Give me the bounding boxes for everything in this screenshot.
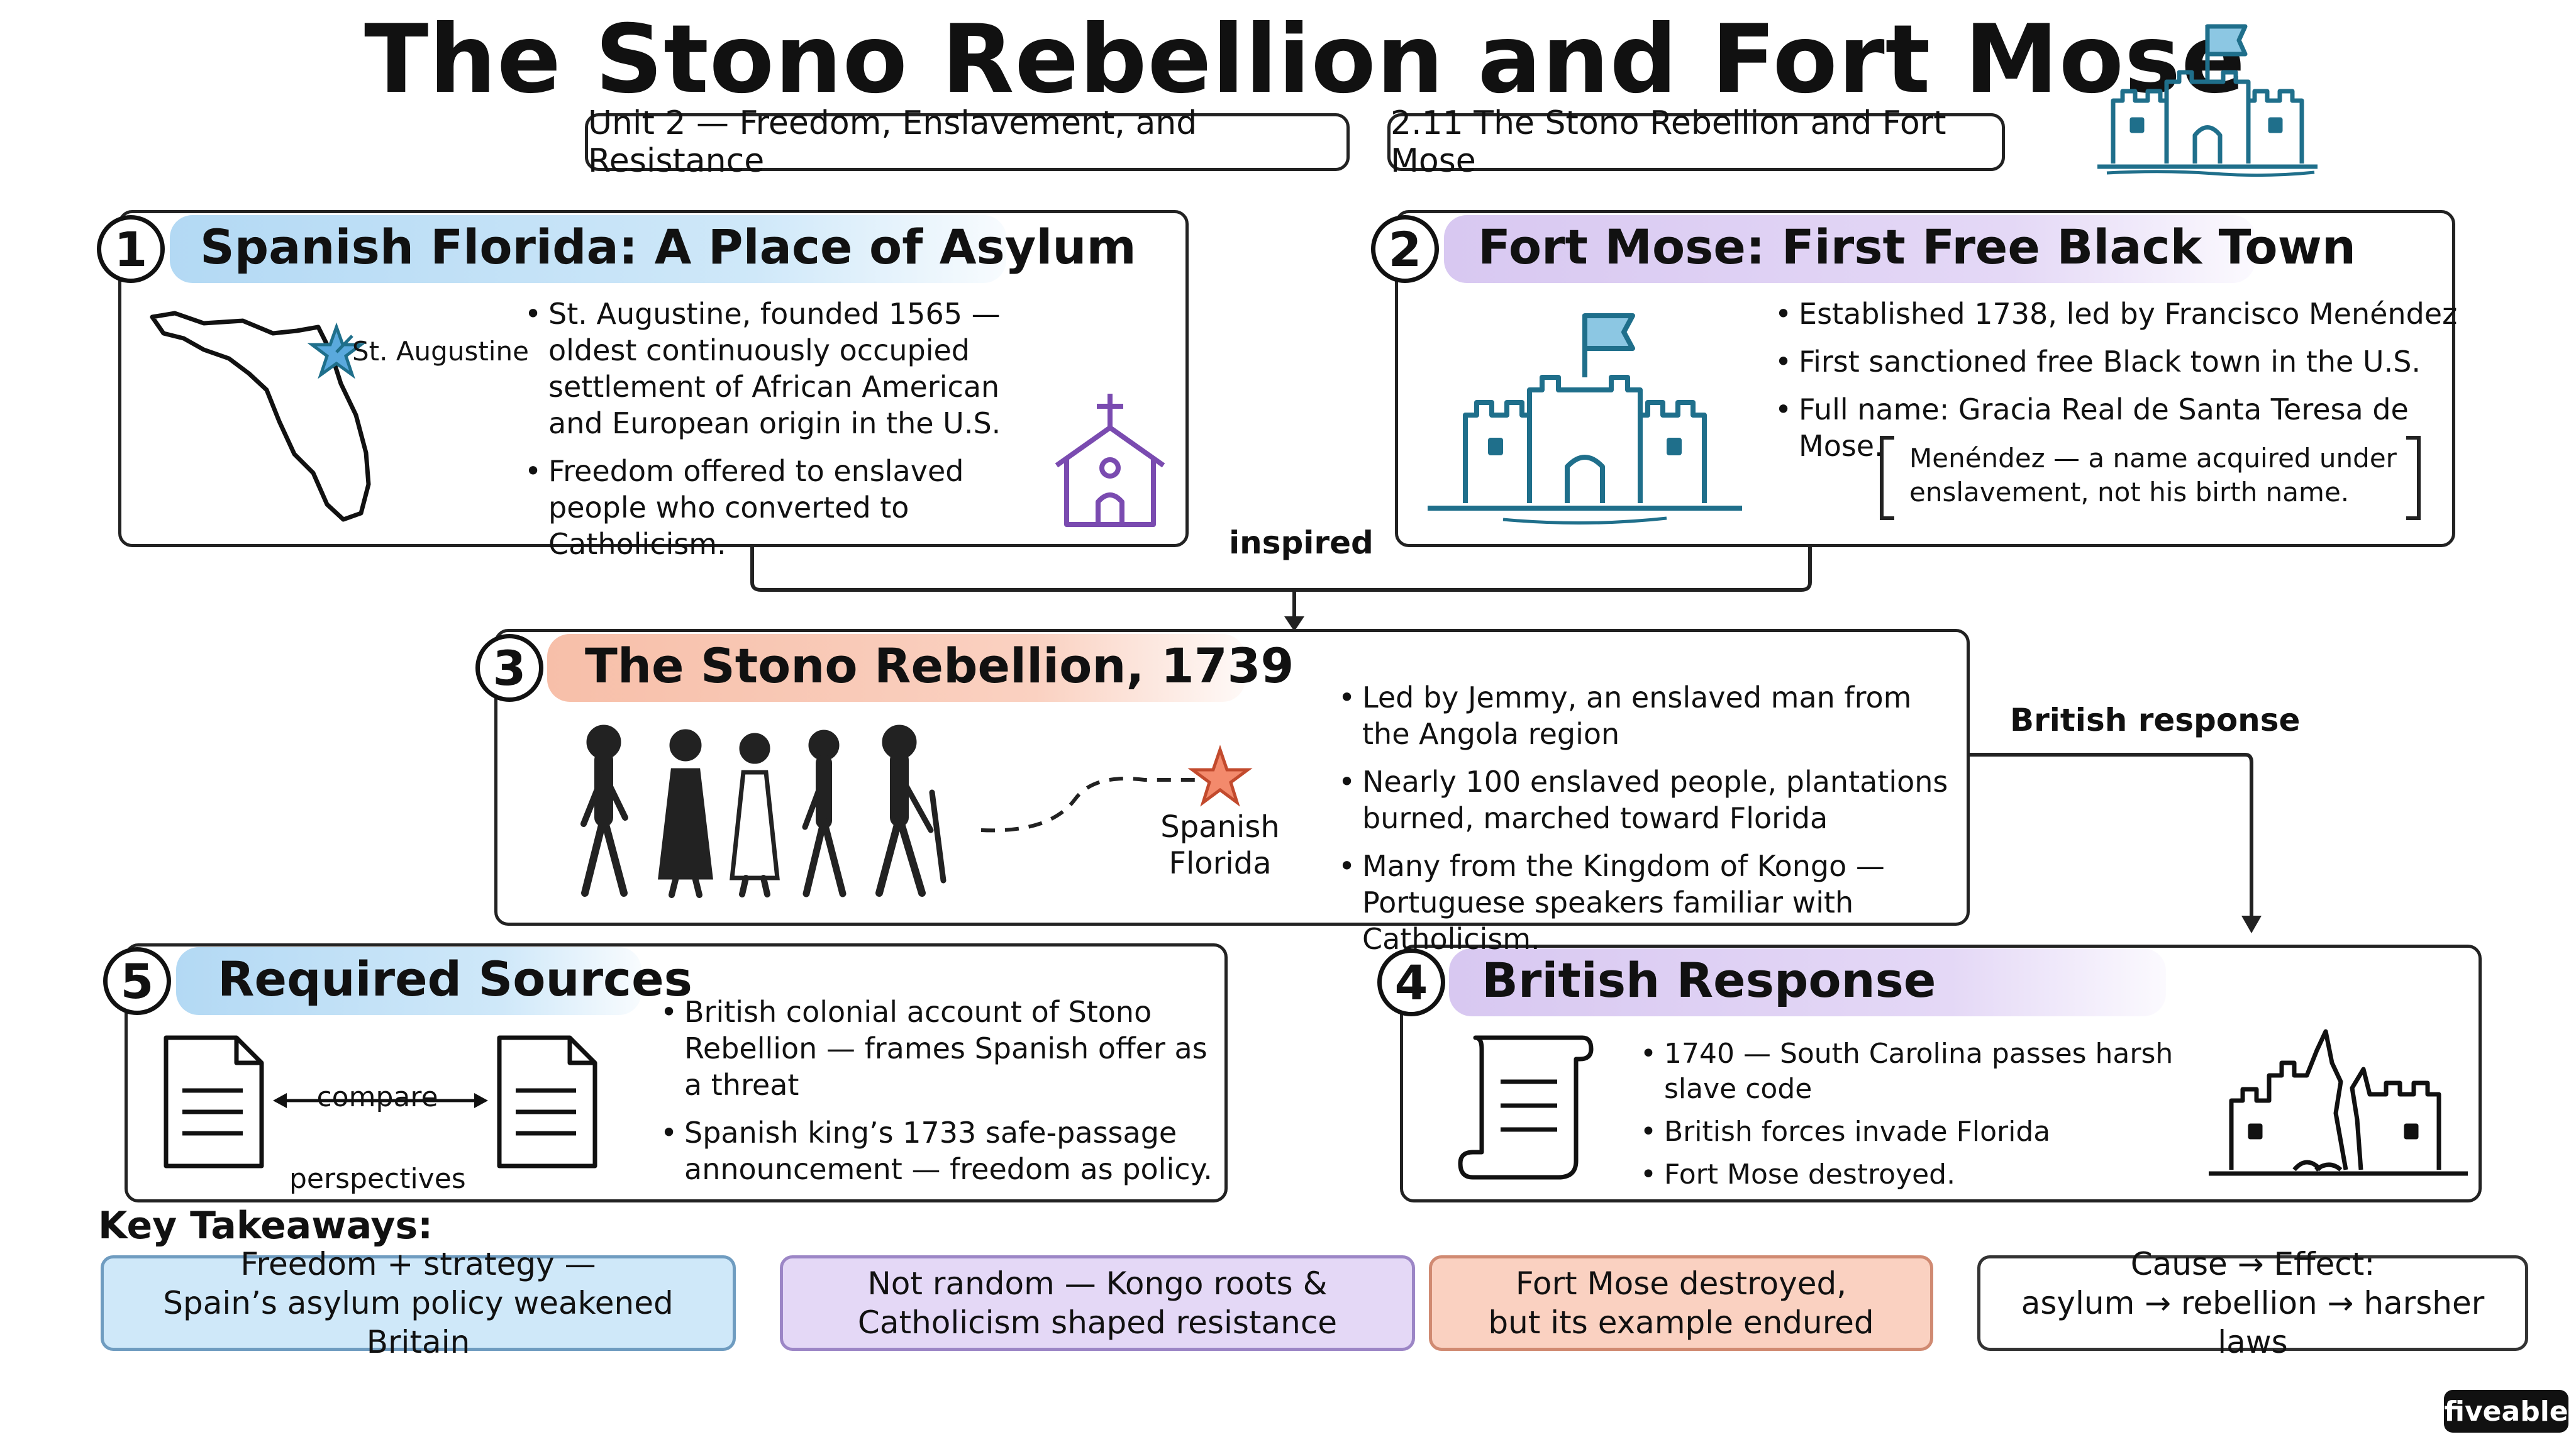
list-item: First sanctioned free Black town in the … [1772,343,2458,380]
inspired-label: inspired [1229,525,1374,561]
st-augustine-star-icon [307,322,366,379]
scroll-icon [1458,1035,1594,1180]
takeaway-card-4: Cause → Effect: asylum → rebellion → har… [1977,1246,2528,1360]
section-2-heading: Fort Mose: First Free Black Town [1478,219,2356,275]
section-1-heading: Spanish Florida: A Place of Asylum [200,219,1136,275]
document-icon-left [164,1035,264,1169]
list-item: Full name: Gracia Real de Santa Teresa d… [1772,391,2458,464]
list-item: Nearly 100 enslaved people, plantations … [1336,763,1965,836]
section-4-bullets: 1740 — South Carolina passes harsh slave… [1638,1036,2254,1200]
list-item: Established 1738, led by Francisco Menén… [1772,296,2458,332]
unit-label: Unit 2 — Freedom, Enslavement, and Resis… [585,104,1350,180]
british-response-label: British response [2010,702,2301,738]
takeaway-text: Cause → Effect: asylum → rebellion → har… [2021,1246,2485,1360]
topic-label: 2.11 The Stono Rebellion and Fort Mose [1387,104,2005,180]
church-icon [1055,394,1165,527]
spanish-florida-star-icon [1187,745,1253,807]
page-title: The Stono Rebellion and Fort Mose [364,5,2246,114]
section-3-highlight [547,634,1245,702]
marching-people-icon [580,724,947,898]
section-2-number: 2 [1371,215,1439,283]
list-item: St. Augustine, founded 1565 — oldest con… [522,296,1025,441]
section-4-heading: British Response [1482,952,1936,1008]
florida-map-icon [150,311,371,522]
list-item: Led by Jemmy, an enslaved man from the A… [1336,679,1965,752]
section-3-heading: The Stono Rebellion, 1739 [585,638,1294,694]
takeaway-text: Not random — Kongo roots & Catholicism s… [857,1265,1338,1341]
section-4-number: 4 [1377,948,1445,1016]
section-5-highlight [176,947,641,1015]
list-item: Freedom offered to enslaved people who c… [522,453,1025,562]
compare-label: compare perspectives [289,1081,466,1195]
section-5-number: 5 [103,947,171,1015]
list-item: British forces invade Florida [1638,1114,2254,1150]
takeaway-card-2: Not random — Kongo roots & Catholicism s… [780,1255,1415,1351]
takeaway-card-1: Freedom + strategy — Spain’s asylum poli… [101,1246,736,1360]
takeaway-card-3: Fort Mose destroyed, but its example end… [1429,1255,1933,1351]
section-3-number: 3 [475,634,543,702]
escape-route-path [980,777,1195,833]
section-1-highlight [170,215,1006,283]
section-5-bullets: British colonial account of Stono Rebell… [658,994,1224,1199]
compare-arrow [273,1093,488,1108]
takeaway-text: Fort Mose destroyed, but its example end… [1488,1265,1874,1341]
section-2-bullets: Established 1738, led by Francisco Menén… [1772,296,2458,475]
castle-icon [2097,24,2318,177]
british-response-connector [1968,753,2262,933]
list-item: British colonial account of Stono Rebell… [658,994,1224,1103]
list-item: Many from the Kingdom of Kongo — Portugu… [1336,848,1965,957]
section-3-bullets: Led by Jemmy, an enslaved man from the A… [1336,679,1965,969]
takeaways-heading: Key Takeaways: [98,1204,433,1248]
section-4-highlight [1449,948,2166,1016]
section-5-heading: Required Sources [218,951,692,1007]
section-1-number: 1 [97,215,165,283]
list-item: 1740 — South Carolina passes harsh slave… [1638,1036,2254,1107]
st-augustine-label: St. Augustine [352,336,529,367]
fort-mose-castle-icon [1428,313,1742,525]
takeaway-text: Freedom + strategy — Spain’s asylum poli… [163,1246,674,1360]
spanish-florida-label: Spanish Florida [1160,809,1280,881]
inspired-connector [750,546,1812,631]
fiveable-logo[interactable]: fiveable [2444,1390,2568,1433]
section-1-bullets: St. Augustine, founded 1565 — oldest con… [522,296,1025,574]
section-2-highlight [1444,215,2255,283]
list-item: Spanish king’s 1733 safe-passage announc… [658,1114,1224,1187]
list-item: Fort Mose destroyed. [1638,1157,2254,1192]
document-icon-right [497,1035,597,1169]
